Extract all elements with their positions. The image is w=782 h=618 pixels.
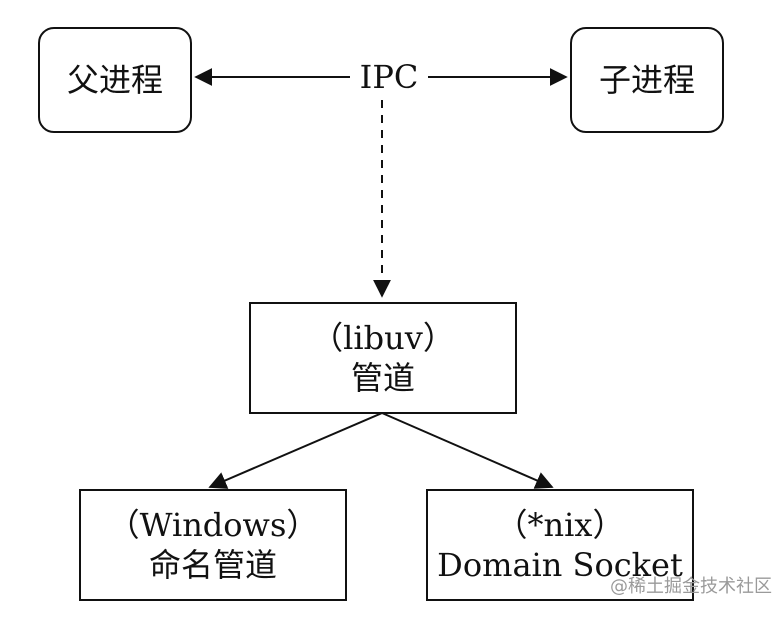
child-process-box: 子进程 [570, 27, 724, 133]
watermark-text: @稀土掘金技术社区 [610, 576, 772, 597]
windows-named-pipe-line1: （Windows） [107, 506, 319, 544]
child-process-label: 子进程 [598, 61, 695, 99]
parent-process-label: 父进程 [66, 61, 163, 99]
nix-domain-socket-line1: （*nix） [495, 506, 625, 544]
arrow-pipe-to-nix [381, 412, 554, 489]
libuv-pipe-line1: （libuv） [311, 319, 455, 357]
libuv-pipe-line2: 管道 [350, 359, 415, 397]
nix-domain-socket-box: （*nix） Domain Socket [426, 489, 694, 601]
ipc-label: IPC [359, 58, 419, 96]
windows-named-pipe-box: （Windows） 命名管道 [79, 489, 347, 601]
arrow-pipe-to-windows [208, 412, 383, 489]
nix-domain-socket-line2: Domain Socket [437, 546, 683, 584]
parent-process-box: 父进程 [38, 27, 192, 133]
libuv-pipe-box: （libuv） 管道 [249, 302, 517, 414]
windows-named-pipe-line2: 命名管道 [148, 546, 277, 584]
